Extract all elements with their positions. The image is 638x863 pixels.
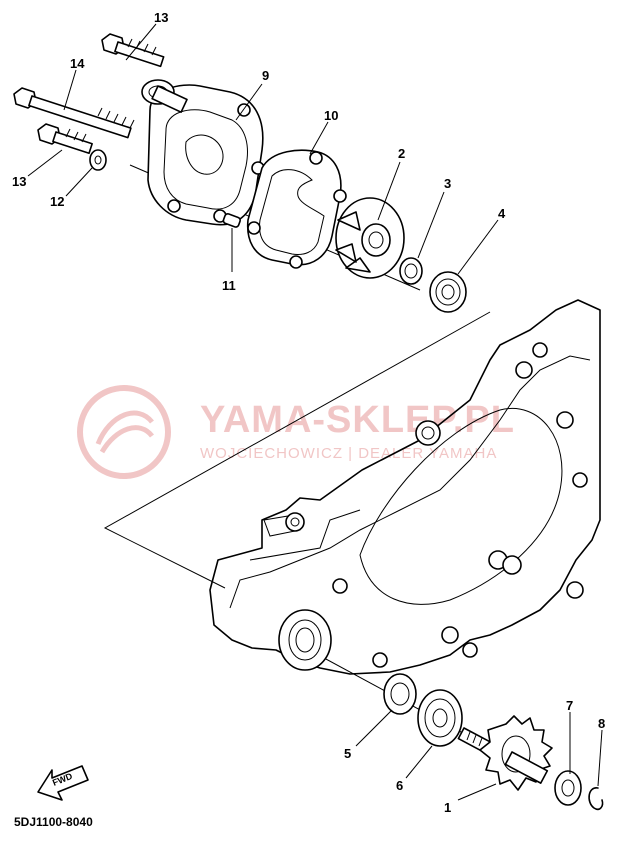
bearing-4 xyxy=(429,271,467,313)
watermark: YAMA-SKLEP.PL WOJCIECHOWICZ | DEALER YAM… xyxy=(77,385,515,479)
callout-12: 12 xyxy=(50,194,64,209)
watermark-subtitle: WOJCIECHOWICZ | DEALER YAMAHA xyxy=(200,445,497,462)
callout-2: 2 xyxy=(398,146,405,161)
callout-13-upper: 13 xyxy=(154,10,168,25)
callout-6: 6 xyxy=(396,778,403,793)
callout-13-lower: 13 xyxy=(12,174,26,189)
washer-12 xyxy=(89,149,107,171)
callout-leaders xyxy=(27,23,603,801)
diagram-code: 5DJ1100-8040 xyxy=(14,815,93,829)
impeller-2 xyxy=(335,197,405,279)
crankcase xyxy=(209,299,601,675)
bolt-13-upper xyxy=(101,33,165,68)
bolt-14 xyxy=(13,87,135,139)
washer-7 xyxy=(554,770,582,806)
callout-numbers: 13 14 13 12 9 10 2 3 4 11 5 6 1 7 8 xyxy=(12,10,605,815)
pump-cover-9 xyxy=(141,79,265,226)
callout-7: 7 xyxy=(566,698,573,713)
oil-seal-3 xyxy=(399,257,423,285)
bolt-13-lower xyxy=(37,123,93,155)
callout-4: 4 xyxy=(498,206,506,221)
gasket-10 xyxy=(246,149,347,269)
watermark-brand: YAMA-SKLEP.PL xyxy=(200,399,515,441)
oil-seal-5 xyxy=(383,673,417,715)
fwd-arrow-icon: FWD xyxy=(37,765,89,801)
circlip-8 xyxy=(588,787,604,811)
callout-5: 5 xyxy=(344,746,351,761)
dowel-pin-11 xyxy=(222,213,241,228)
callout-10: 10 xyxy=(324,108,338,123)
bearing-6 xyxy=(417,689,463,747)
callout-14: 14 xyxy=(70,56,85,71)
callout-9: 9 xyxy=(262,68,269,83)
callout-3: 3 xyxy=(444,176,451,191)
callout-11: 11 xyxy=(222,278,236,293)
callout-1: 1 xyxy=(444,800,451,815)
callout-8: 8 xyxy=(598,716,605,731)
impeller-shaft-1 xyxy=(457,715,553,791)
watermark-logo xyxy=(77,385,171,479)
